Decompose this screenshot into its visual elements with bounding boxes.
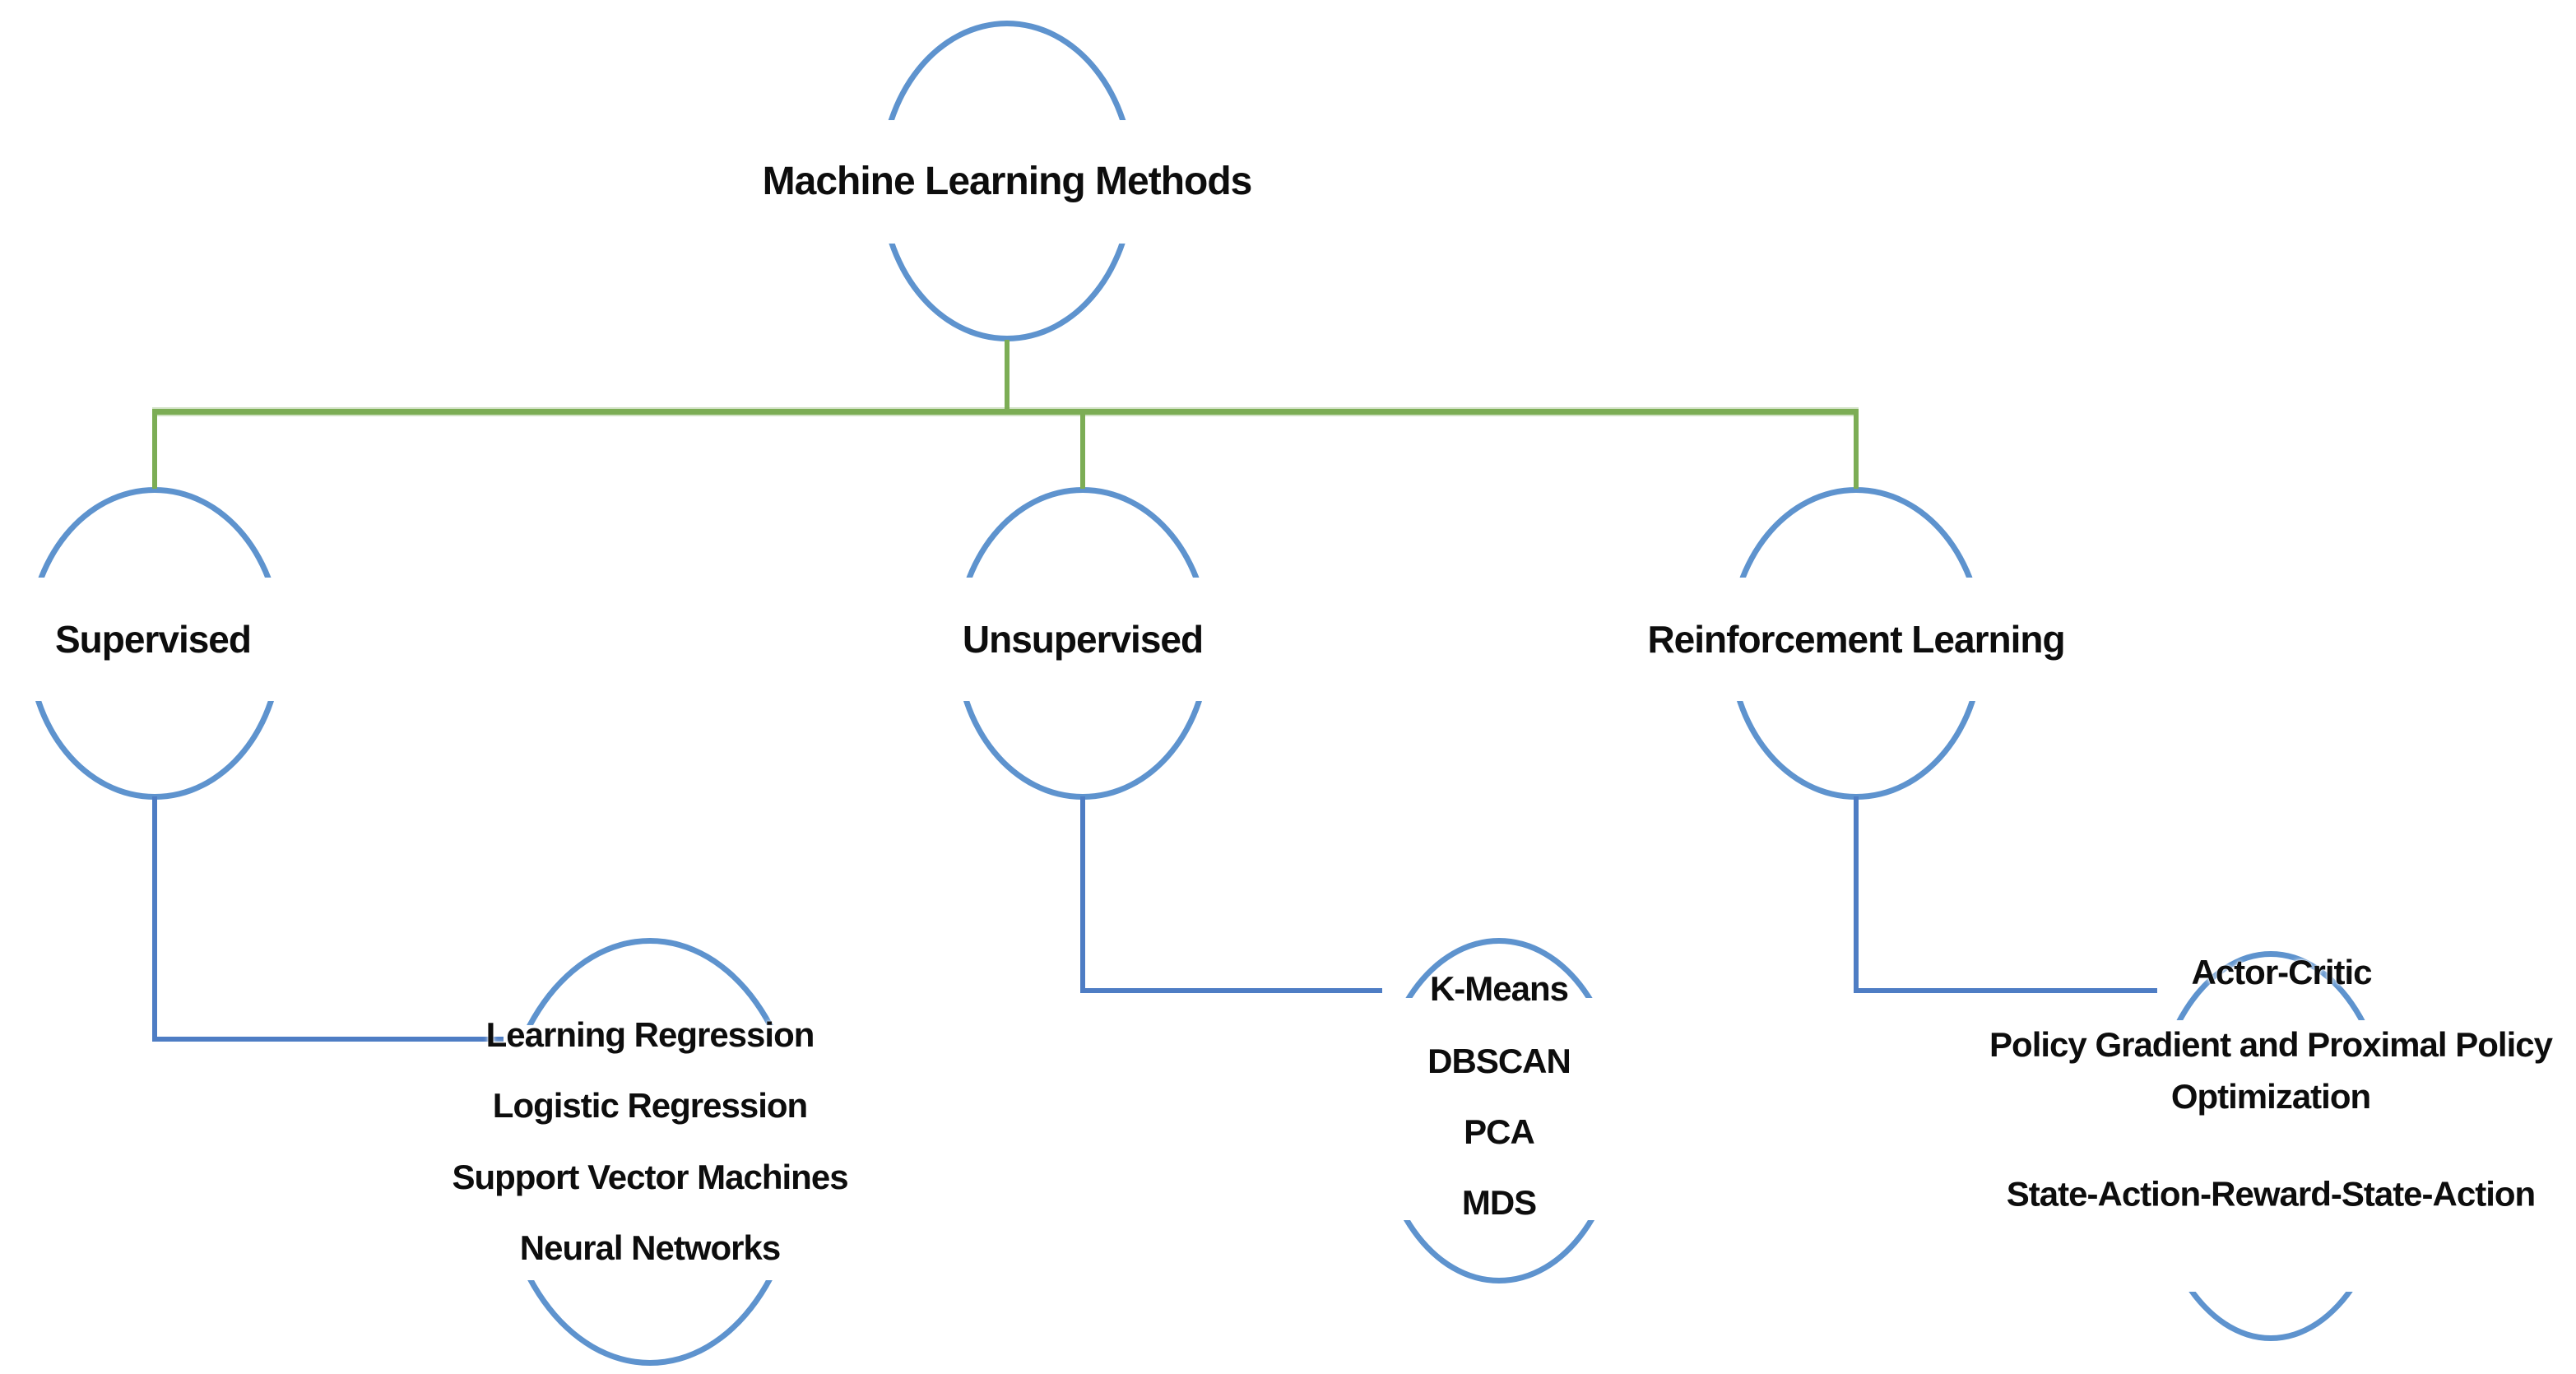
connector-drop-unsupervised <box>1080 411 1085 489</box>
branch-node-reinforcement-plate <box>1609 578 2103 701</box>
connector-unsupervised-horizontal <box>1080 988 1382 993</box>
root-node-label-plate <box>727 120 1287 244</box>
leaf-item-mds: MDS <box>1461 1183 1537 1222</box>
branch-node-unsupervised-plate <box>935 578 1231 701</box>
leaf-item-neural-networks: Neural Networks <box>519 1228 781 1267</box>
connector-supervised-vertical <box>152 796 157 1042</box>
leaf-item-policy-gradient-ppo: Policy Gradient and Proximal Policy Opti… <box>1989 1025 2553 1116</box>
connector-reinforcement-horizontal <box>1854 988 2157 993</box>
branch-label-reinforcement: Reinforcement Learning <box>1647 618 2065 661</box>
leaf-group-unsupervised-plate <box>1359 998 1639 1220</box>
root-node-label: Machine Learning Methods <box>762 160 1253 203</box>
connector-branch-bar <box>152 409 1859 415</box>
connector-supervised-horizontal <box>152 1037 504 1042</box>
leaf-item-support-vector-machines: Support Vector Machines <box>452 1158 848 1196</box>
branch-label-unsupervised: Unsupervised <box>962 618 1204 661</box>
connector-root-stem <box>1005 340 1010 414</box>
connector-unsupervised-vertical <box>1080 796 1085 993</box>
leaf-item-dbscan: DBSCAN <box>1427 1042 1571 1080</box>
leaf-item-sarsa: State-Action-Reward-State-Action <box>2006 1174 2536 1214</box>
leaf-item-k-means: K-Means <box>1429 969 1569 1008</box>
leaf-group-supervised-plate <box>387 1025 913 1280</box>
leaf-item-learning-regression: Learning Regression <box>485 1015 815 1054</box>
connector-reinforcement-vertical <box>1854 796 1859 993</box>
leaf-item-actor-critic: Actor-Critic <box>2191 953 2372 991</box>
leaf-item-pca: PCA <box>1464 1112 1535 1151</box>
leaf-item-logistic-regression: Logistic Regression <box>492 1086 808 1125</box>
branch-label-supervised: Supervised <box>55 618 252 661</box>
connector-drop-reinforcement <box>1854 411 1859 489</box>
branch-node-supervised-plate <box>16 578 290 701</box>
leaf-group-reinforcement-plate <box>1983 1020 2559 1292</box>
connector-drop-supervised <box>152 411 157 489</box>
